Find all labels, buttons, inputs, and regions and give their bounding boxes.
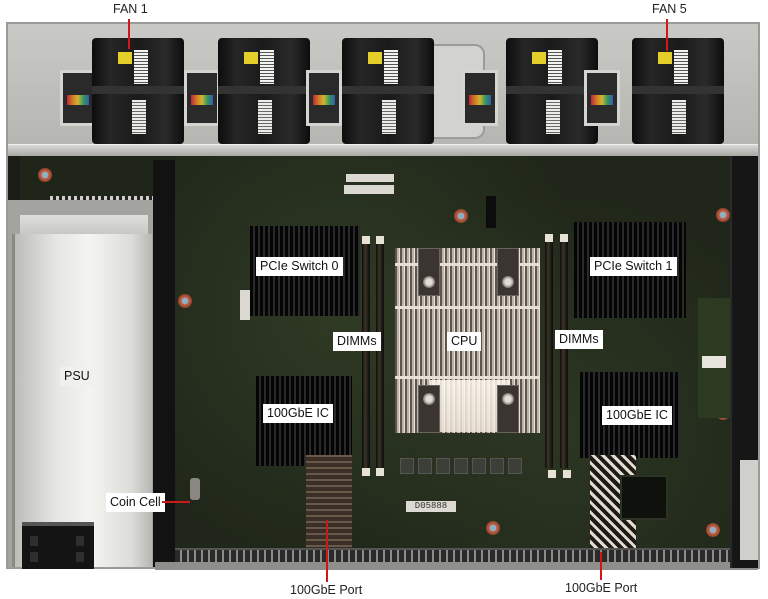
psu-divider	[153, 160, 175, 567]
dimm-latch	[560, 234, 568, 242]
fan-3	[342, 38, 434, 144]
controller-chip	[620, 475, 668, 520]
standoff-screw	[486, 521, 500, 535]
label-coin-cell: Coin Cell	[106, 493, 165, 512]
label-fan-1: FAN 1	[113, 2, 148, 16]
board-sticker	[240, 290, 250, 320]
standoff-screw	[706, 523, 720, 537]
cpu-screw	[502, 393, 514, 405]
dimm-slot	[560, 240, 568, 468]
leader-line-fan-1	[128, 19, 130, 49]
board-sticker	[346, 174, 394, 182]
fan-connector	[184, 70, 220, 126]
vrm-inductor	[454, 458, 468, 474]
label-100gbe-ic-left: 100GbE IC	[263, 404, 333, 423]
cpu-retention-clip	[497, 248, 519, 296]
chassis-bottom-rail	[155, 562, 758, 570]
dimm-slot	[376, 240, 384, 468]
label-pcie-switch-1: PCIe Switch 1	[590, 257, 677, 276]
dimm-latch	[548, 470, 556, 478]
psu-top-edge	[20, 215, 148, 237]
leader-line-fan-5	[666, 19, 668, 51]
label-cpu: CPU	[447, 332, 482, 351]
fan-tray-rail	[8, 144, 758, 156]
vrm-inductor	[508, 458, 522, 474]
psu-handle	[22, 522, 94, 569]
fan-connector	[462, 70, 498, 126]
label-pcie-switch-0: PCIe Switch 0	[256, 257, 343, 276]
dimm-slot	[545, 240, 553, 468]
label-fan-5: FAN 5	[652, 2, 687, 16]
dimm-latch	[362, 468, 370, 476]
vrm-inductor	[400, 458, 414, 474]
standoff-screw	[38, 168, 52, 182]
dimm-slot	[362, 240, 370, 468]
cpu-heatsink-glare	[430, 380, 510, 432]
standoff-screw	[178, 294, 192, 308]
vrm-inductor	[436, 458, 450, 474]
dimm-latch	[362, 236, 370, 244]
leader-line-port-right	[600, 552, 602, 580]
label-100gbe-port-left: 100GbE Port	[290, 583, 363, 597]
cpu-heatsink-bar	[395, 306, 540, 309]
fan-connector	[584, 70, 620, 126]
vrm-inductor	[472, 458, 486, 474]
coin-cell-battery	[190, 478, 200, 500]
label-psu: PSU	[60, 367, 94, 386]
dimm-latch	[376, 236, 384, 244]
psu	[12, 234, 152, 567]
standoff-screw	[716, 208, 730, 222]
cpu-retention-clip	[418, 248, 440, 296]
fan-2	[218, 38, 310, 144]
m2-ssd-module	[698, 298, 730, 418]
dimm-latch	[376, 468, 384, 476]
standoff-screw	[454, 209, 468, 223]
cpu-heatsink-bar	[395, 263, 540, 266]
fan-1	[92, 38, 184, 144]
m2-slot	[486, 196, 496, 228]
vrm-inductor	[490, 458, 504, 474]
fan-connector	[306, 70, 342, 126]
cpu-screw	[502, 276, 514, 288]
chassis-latch	[740, 460, 758, 560]
label-dimms-right: DIMMs	[555, 330, 603, 349]
leader-line-port-left	[326, 520, 328, 582]
leader-line-coin-cell	[162, 501, 190, 503]
cpu-heatsink-bar	[395, 376, 540, 379]
fan-connector	[60, 70, 96, 126]
label-100gbe-ic-right: 100GbE IC	[602, 406, 672, 425]
cpu-screw	[423, 276, 435, 288]
cpu-screw	[423, 393, 435, 405]
board-marking: D05888	[406, 501, 456, 512]
label-dimms-left: DIMMs	[333, 332, 381, 351]
board-sticker	[344, 185, 394, 194]
fan-4	[506, 38, 598, 144]
dimm-latch	[545, 234, 553, 242]
label-100gbe-port-right: 100GbE Port	[565, 581, 638, 595]
vrm-inductor	[418, 458, 432, 474]
fan-5	[632, 38, 724, 144]
dimm-latch	[563, 470, 571, 478]
